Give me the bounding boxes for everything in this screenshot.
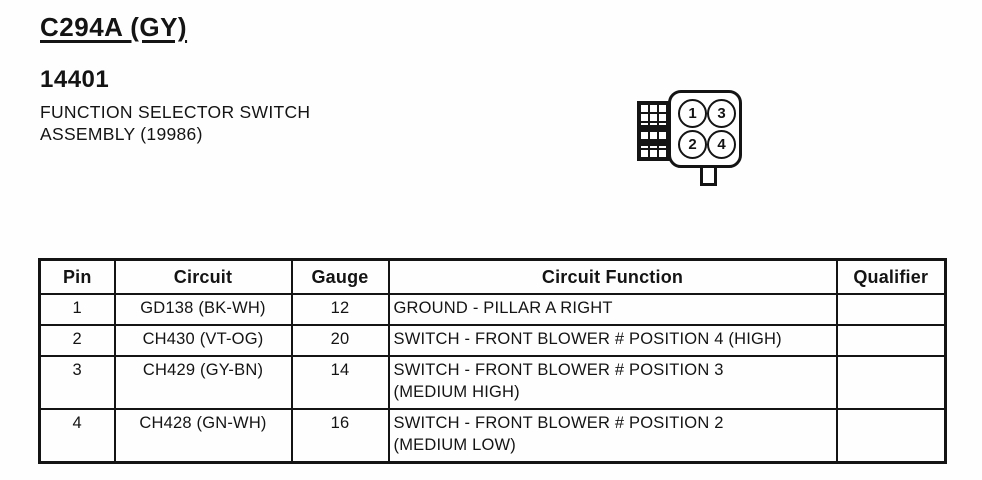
circuit-function-cell: SWITCH - FRONT BLOWER # POSITION 4 (HIGH… [387,324,838,357]
connector-body: 1 3 2 4 [668,90,742,168]
part-number: 14401 [40,66,110,93]
connector-pin-1: 1 [678,99,707,128]
circuit-function-cell: SWITCH - FRONT BLOWER # POSITION 3 (MEDI… [387,355,838,410]
table-row: 1 GD138 (BK-WH) 12 GROUND - PILLAR A RIG… [38,293,947,326]
qualifier-cell [835,293,947,326]
column-header-circuit-function: Circuit Function [387,258,838,295]
connector-wire-seal-hatch [637,101,670,161]
qualifier-cell [835,408,947,464]
pin-cell: 4 [38,408,116,464]
table-header-row: Pin Circuit Gauge Circuit Function Quali… [38,258,947,295]
gauge-cell: 20 [290,324,390,357]
column-header-gauge: Gauge [290,258,390,295]
description-line-2: ASSEMBLY (19986) [40,124,203,144]
circuit-function-cell: SWITCH - FRONT BLOWER # POSITION 2 (MEDI… [387,408,838,464]
connector-lock-tab [700,168,717,186]
column-header-qualifier: Qualifier [835,258,947,295]
pin-cell: 3 [38,355,116,410]
circuit-cell: CH429 (GY-BN) [113,355,293,410]
connector-pin-4: 4 [707,130,736,159]
circuit-cell: CH430 (VT-OG) [113,324,293,357]
connector-pin-3: 3 [707,99,736,128]
pin-cell: 2 [38,324,116,357]
column-header-pin: Pin [38,258,116,295]
connector-title: C294A (GY) [40,12,188,42]
gauge-cell: 16 [290,408,390,464]
gauge-cell: 12 [290,293,390,326]
pinout-table: Pin Circuit Gauge Circuit Function Quali… [38,258,947,464]
qualifier-cell [835,355,947,410]
connector-diagram: 1 3 2 4 [637,90,749,194]
connector-pin-2: 2 [678,130,707,159]
qualifier-cell [835,324,947,357]
circuit-cell: GD138 (BK-WH) [113,293,293,326]
pin-cell: 1 [38,293,116,326]
table-row: 2 CH430 (VT-OG) 20 SWITCH - FRONT BLOWER… [38,324,947,357]
component-description: FUNCTION SELECTOR SWITCH ASSEMBLY (19986… [40,101,310,145]
circuit-cell: CH428 (GN-WH) [113,408,293,464]
table-row: 4 CH428 (GN-WH) 16 SWITCH - FRONT BLOWER… [38,408,947,464]
column-header-circuit: Circuit [113,258,293,295]
table-row: 3 CH429 (GY-BN) 14 SWITCH - FRONT BLOWER… [38,355,947,410]
circuit-function-cell: GROUND - PILLAR A RIGHT [387,293,838,326]
description-line-1: FUNCTION SELECTOR SWITCH [40,102,311,122]
gauge-cell: 14 [290,355,390,410]
